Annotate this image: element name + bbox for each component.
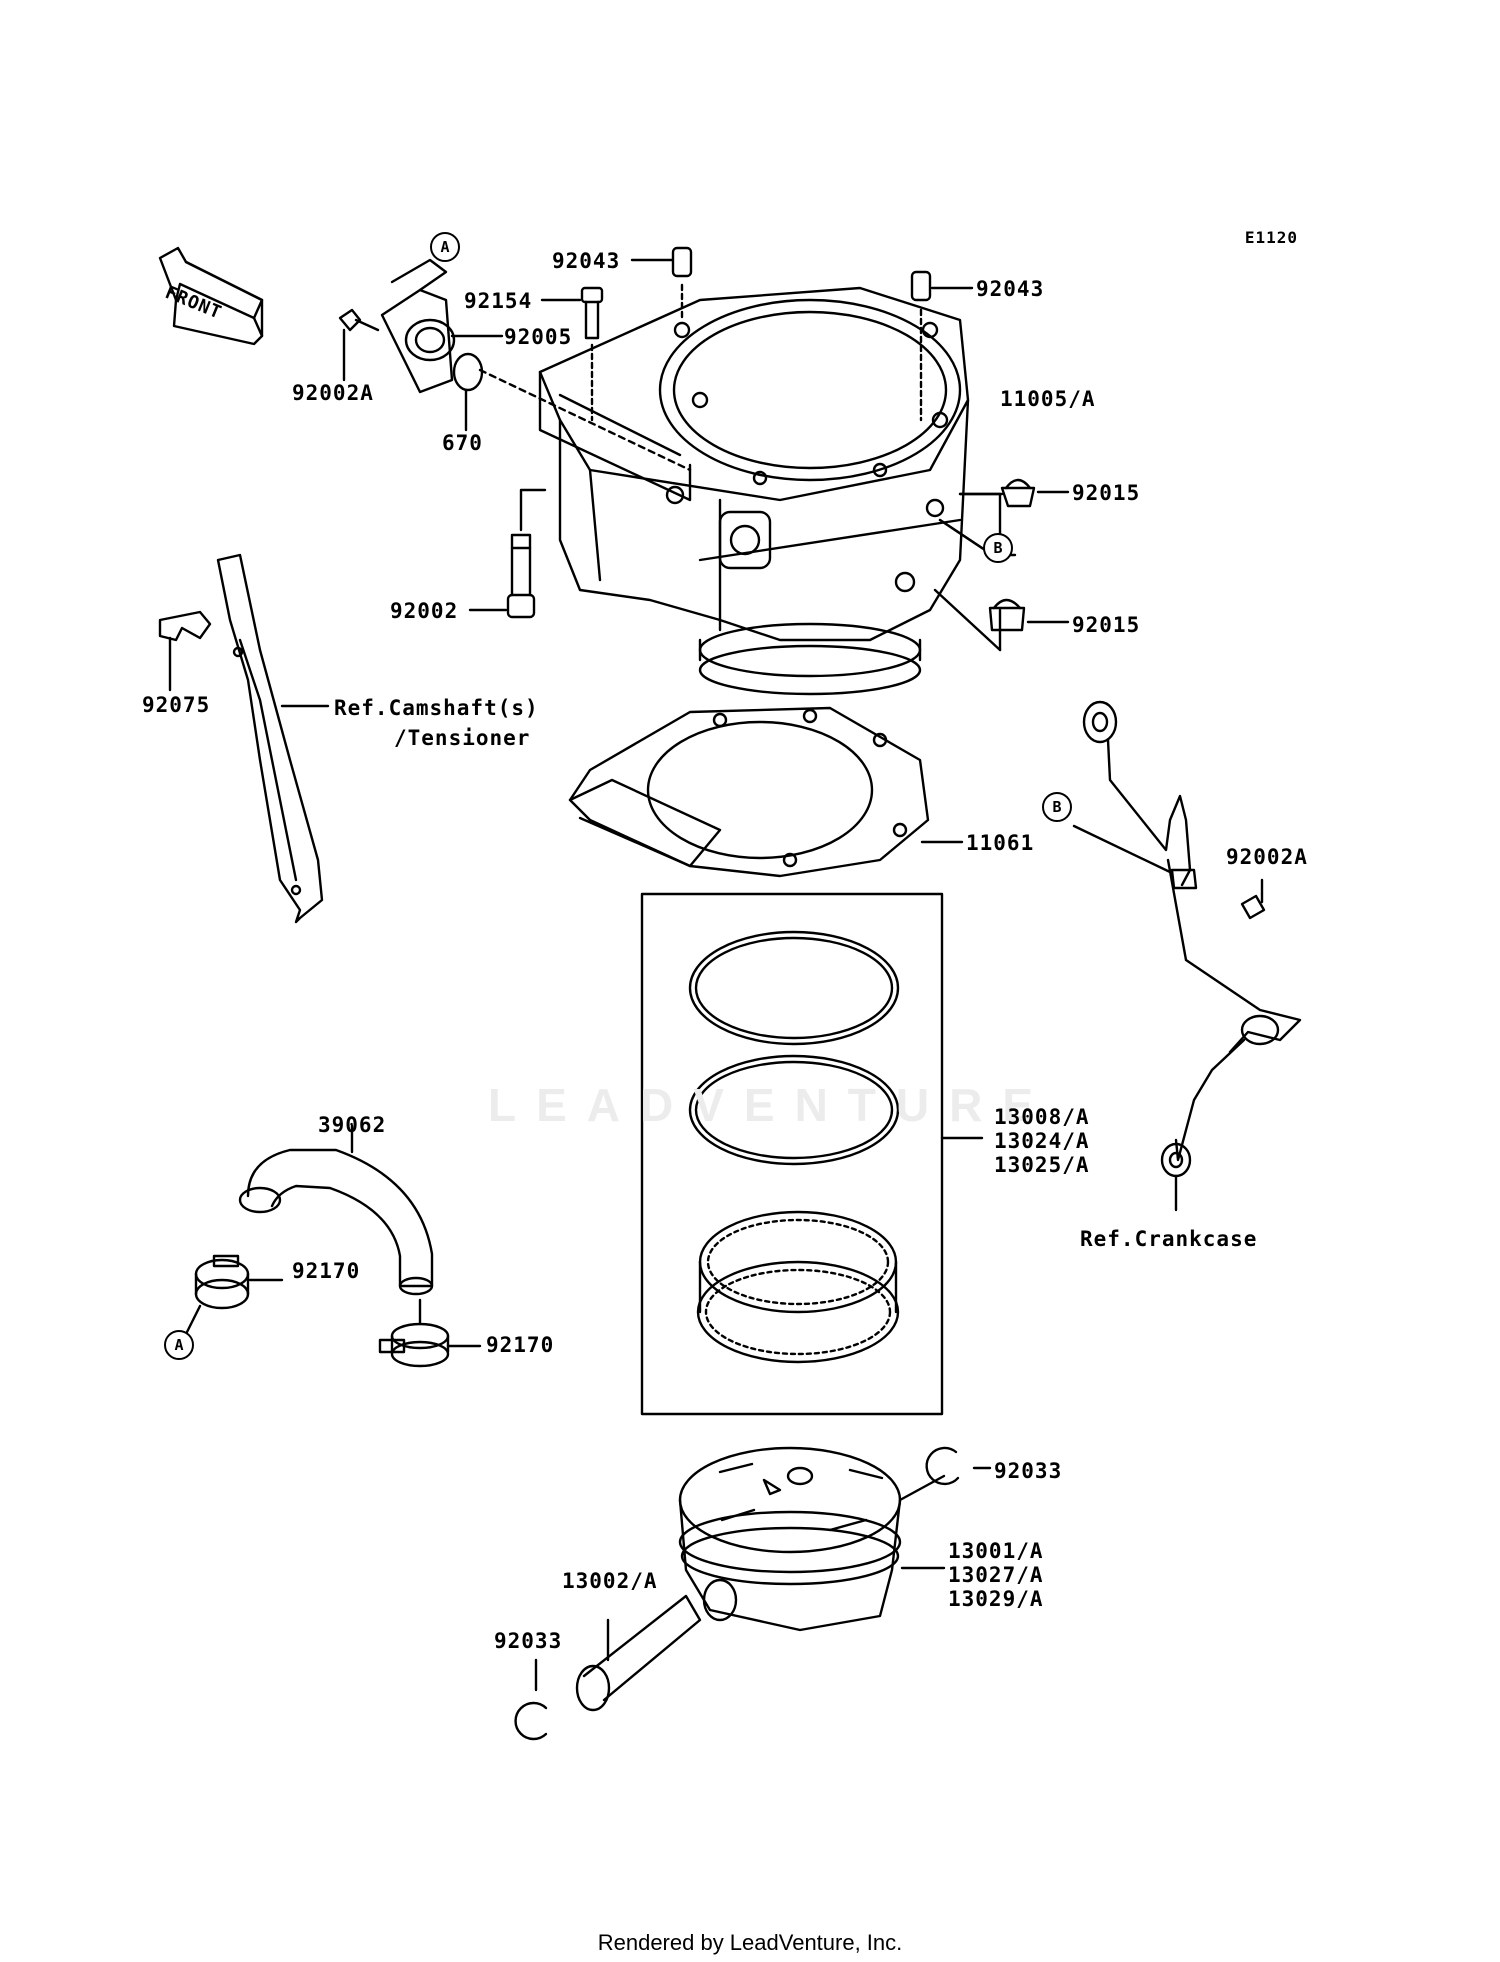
- label-ref-camshaft: Ref.Camshaft(s): [334, 696, 539, 720]
- watermark: LEADVENTURE: [488, 1079, 1054, 1131]
- label-piston-1: 13001/A: [948, 1539, 1044, 1563]
- piston-ring-second: [688, 1054, 900, 1166]
- label-92015-bottom: 92015: [1072, 613, 1141, 637]
- chain-guide: [216, 553, 324, 924]
- label-670: 670: [442, 431, 483, 455]
- label-92170-top: 92170: [292, 1259, 361, 1283]
- hose-39062: [238, 1124, 434, 1296]
- label-ref-crankcase: Ref.Crankcase: [1080, 1227, 1258, 1251]
- circlip-right: [898, 1446, 992, 1502]
- label-92005: 92005: [504, 325, 573, 349]
- label-92154: 92154: [464, 289, 533, 313]
- guide-clip-92075: [158, 610, 212, 692]
- water-fitting-92005: [380, 258, 504, 394]
- label-92002: 92002: [390, 599, 459, 623]
- ring-set-box: [640, 892, 984, 1416]
- diagram-code: E1120: [1244, 228, 1298, 247]
- label-92015-top: 92015: [1072, 481, 1141, 505]
- label-11005a: 11005/A: [1000, 387, 1096, 411]
- hose-clamp-bottom: [378, 1298, 482, 1368]
- dowel-pin-left: [630, 246, 693, 322]
- circlip-left: [514, 1658, 548, 1741]
- hose-clamp-top: [180, 1254, 284, 1344]
- label-piston-2: 13027/A: [948, 1563, 1044, 1587]
- label-92002a-left: 92002A: [292, 381, 374, 405]
- o-ring-670: [452, 352, 484, 432]
- piston: [678, 1446, 902, 1632]
- label-11061: 11061: [966, 831, 1035, 855]
- label-ring-set-3: 13025/A: [994, 1153, 1090, 1177]
- front-arrow-icon: [158, 246, 264, 346]
- label-92002a-right: 92002A: [1226, 845, 1308, 869]
- bolt-92002A-right: [1240, 878, 1266, 920]
- oil-pipe: [1082, 700, 1302, 1212]
- callout-b-pipe: B: [1042, 792, 1072, 822]
- wrist-pin-13002A: [575, 1594, 702, 1712]
- acorn-nut-bottom: [933, 588, 1070, 652]
- label-ring-set-2: 13024/A: [994, 1129, 1090, 1153]
- oil-ring-set: [696, 1210, 900, 1364]
- label-13002a: 13002/A: [562, 1569, 658, 1593]
- label-92043-right: 92043: [976, 277, 1045, 301]
- label-92075: 92075: [142, 693, 211, 717]
- callout-a-top: A: [430, 232, 460, 262]
- bolt-92154: [540, 286, 604, 422]
- bolt-92002A-left: [338, 308, 380, 382]
- label-ring-set-1: 13008/A: [994, 1105, 1090, 1129]
- callout-b-right: B: [983, 533, 1013, 563]
- cylinder-block: [538, 286, 970, 696]
- bolt-92002: [468, 488, 547, 619]
- callout-a-bottom: A: [164, 1330, 194, 1360]
- label-92033-left: 92033: [494, 1629, 563, 1653]
- dowel-pin-right: [910, 270, 974, 422]
- label-92043-top: 92043: [552, 249, 621, 273]
- footer-credit: Rendered by LeadVenture, Inc.: [597, 1930, 903, 1955]
- label-ref-tensioner: /Tensioner: [394, 726, 531, 750]
- base-gasket-11061: [568, 706, 964, 878]
- label-39062: 39062: [318, 1113, 387, 1137]
- label-piston-3: 13029/A: [948, 1587, 1044, 1611]
- label-92170-bottom: 92170: [486, 1333, 555, 1357]
- label-92033-right: 92033: [994, 1459, 1063, 1483]
- piston-ring-top: [688, 930, 900, 1046]
